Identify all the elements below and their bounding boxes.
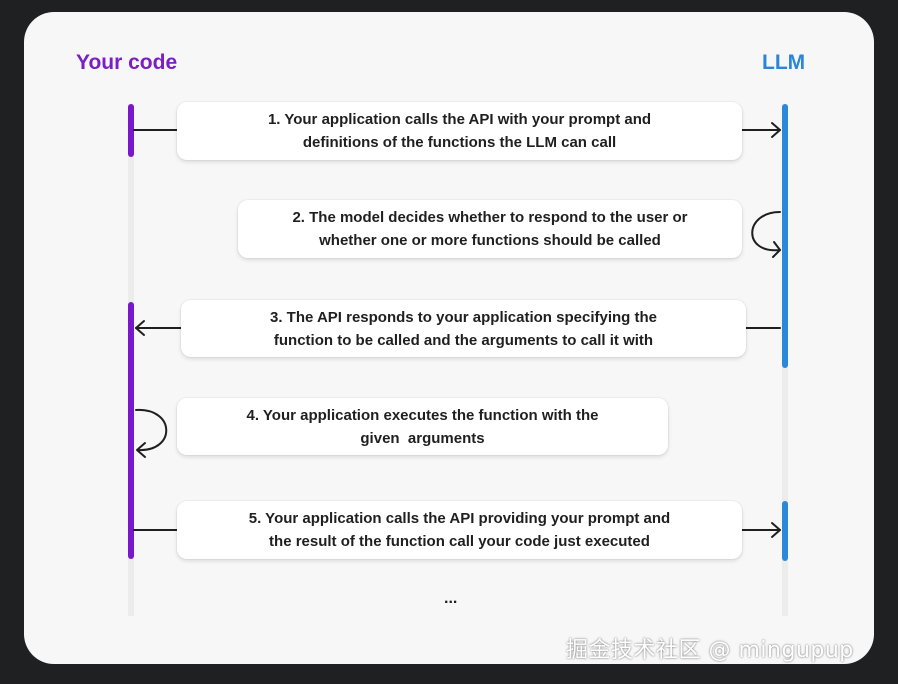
- step4-loop: [135, 408, 168, 452]
- step4-arrowhead: [136, 442, 146, 458]
- step-1-line1: 1. Your application calls the API with y…: [267, 111, 652, 128]
- step5-arrowhead: [771, 522, 781, 538]
- step-4-box: 4. Your application executes the functio…: [177, 398, 668, 455]
- continuation-ellipsis: ...: [444, 590, 458, 607]
- llm-activation-2: [782, 501, 788, 561]
- step1-arrowhead: [771, 122, 781, 138]
- step-3-line2: function to be called and the arguments …: [273, 331, 654, 349]
- your-code-activation-1: [128, 104, 134, 157]
- step-3-box: 3. The API responds to your application …: [181, 300, 746, 357]
- step-3-line1: 3. The API responds to your application …: [269, 308, 657, 326]
- step2-loop: [751, 211, 781, 252]
- step2-arrowhead: [772, 241, 781, 258]
- connector-arrows: [133, 122, 781, 538]
- watermark-text: 掘金技术社区 @ mingupup: [566, 638, 854, 663]
- llm-activation-1: [782, 104, 788, 368]
- step-5-line2: the result of the function call your cod…: [269, 533, 650, 550]
- step-5-line1: 5. Your application calls the API provid…: [248, 510, 671, 527]
- your-code-activation-2: [128, 302, 134, 559]
- diagram-card: Your code LLM 1.: [24, 12, 874, 664]
- step-1-line2: definitions of the functions the LLM can…: [302, 134, 617, 151]
- your-code-title: Your code: [76, 51, 178, 74]
- step-4-line1: 4. Your application executes the functio…: [246, 406, 599, 424]
- step-4-line2: given arguments: [360, 429, 485, 447]
- step-1-box: 1. Your application calls the API with y…: [177, 102, 742, 160]
- step3-arrowhead: [135, 320, 145, 336]
- step-2-line1: 2. The model decides whether to respond …: [292, 209, 688, 226]
- llm-title: LLM: [762, 51, 806, 74]
- step-2-line2: whether one or more functions should be …: [319, 232, 661, 249]
- step-5-box: 5. Your application calls the API provid…: [177, 501, 742, 559]
- step-2-box: 2. The model decides whether to respond …: [238, 200, 742, 258]
